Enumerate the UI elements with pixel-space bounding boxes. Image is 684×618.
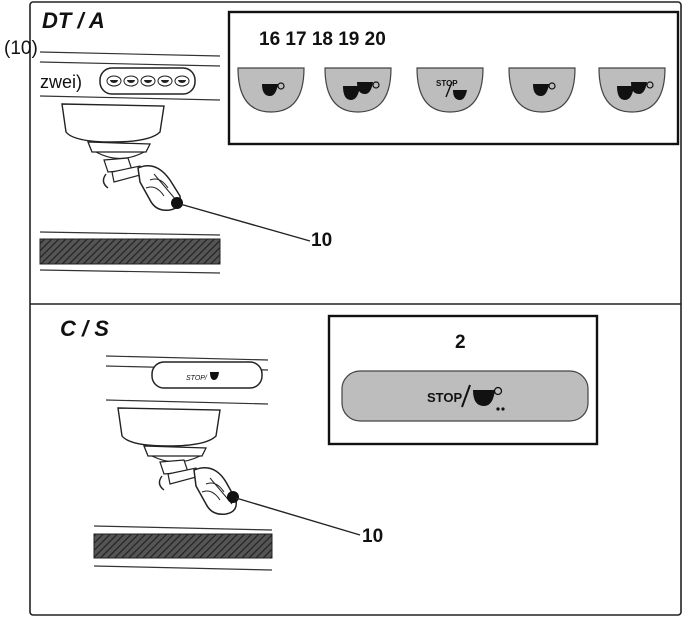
button-17 <box>324 67 392 113</box>
stop-slash <box>461 384 471 408</box>
mini-stop-button-text: STOP/ <box>186 375 208 382</box>
top-machine-illustration <box>39 51 221 274</box>
bottom-callout-number: 2 <box>455 332 466 353</box>
top-model-title: DT / A <box>42 8 105 33</box>
bottom-machine-illustration <box>93 355 273 571</box>
button-16 <box>237 67 305 113</box>
outer-frame <box>29 1 682 616</box>
bottom-model-title: C / S <box>60 316 109 341</box>
cup-icon <box>473 390 495 406</box>
dot-icon <box>501 407 505 411</box>
button-18-stop-text: STOP <box>436 79 458 88</box>
top-lever-callout-line <box>179 203 311 242</box>
annotation-side: zwei) <box>40 72 83 92</box>
mini-cup-icon <box>210 372 219 380</box>
button-18 <box>416 67 484 113</box>
cup-steam-icon <box>493 386 503 396</box>
bottom-lever-callout-line <box>235 497 361 536</box>
button-20 <box>598 67 666 113</box>
annotation-top: (10) <box>4 38 38 59</box>
stop-button-2-text: STOP <box>427 390 462 405</box>
top-lever-callout-number: 10 <box>311 230 333 251</box>
top-callout-numbers: 16 17 18 19 20 <box>259 29 386 50</box>
dot-icon <box>496 407 500 411</box>
bottom-lever-callout-number: 10 <box>362 526 384 547</box>
button-19 <box>508 67 576 113</box>
